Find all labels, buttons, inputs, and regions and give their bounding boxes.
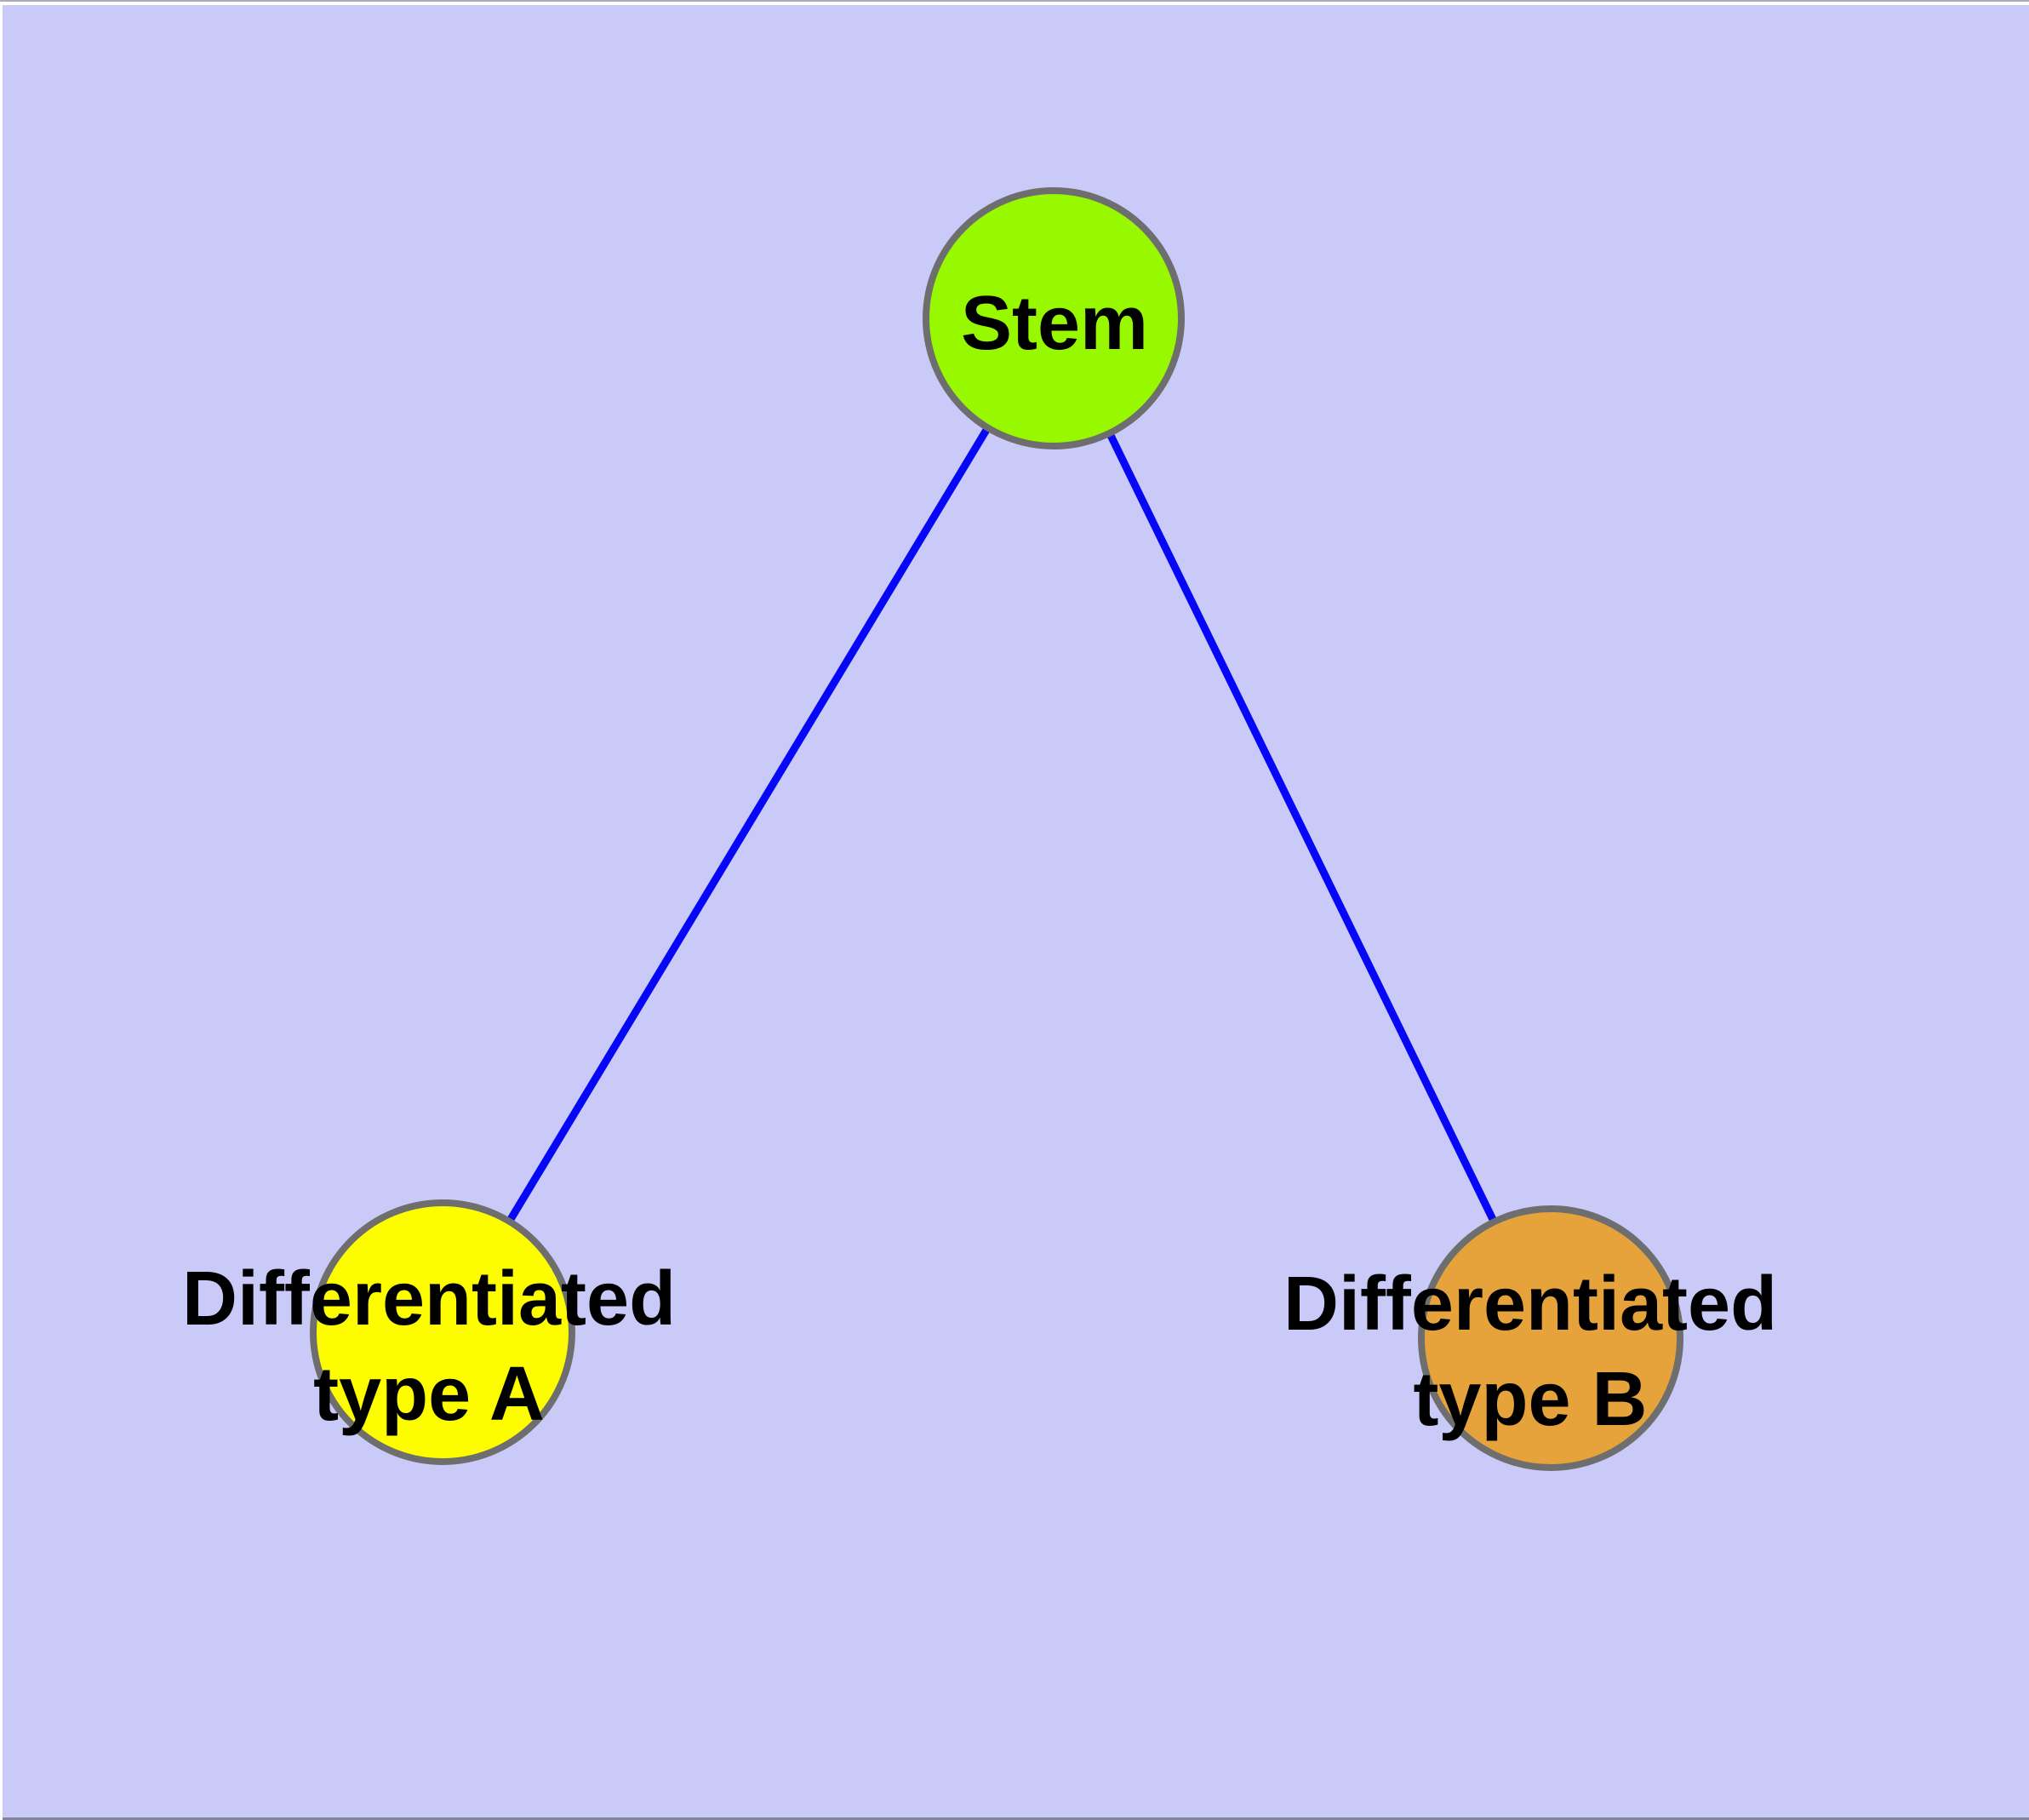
edge-stem-to-type-a (439, 316, 1057, 1335)
node-differentiated-type-b (1418, 1205, 1683, 1471)
bottom-edge-line (3, 1817, 2029, 1820)
node-differentiated-type-a (310, 1199, 575, 1465)
top-edge-line (0, 0, 2029, 2)
node-stem (923, 187, 1185, 449)
edge-stem-to-type-b (1049, 317, 1555, 1340)
